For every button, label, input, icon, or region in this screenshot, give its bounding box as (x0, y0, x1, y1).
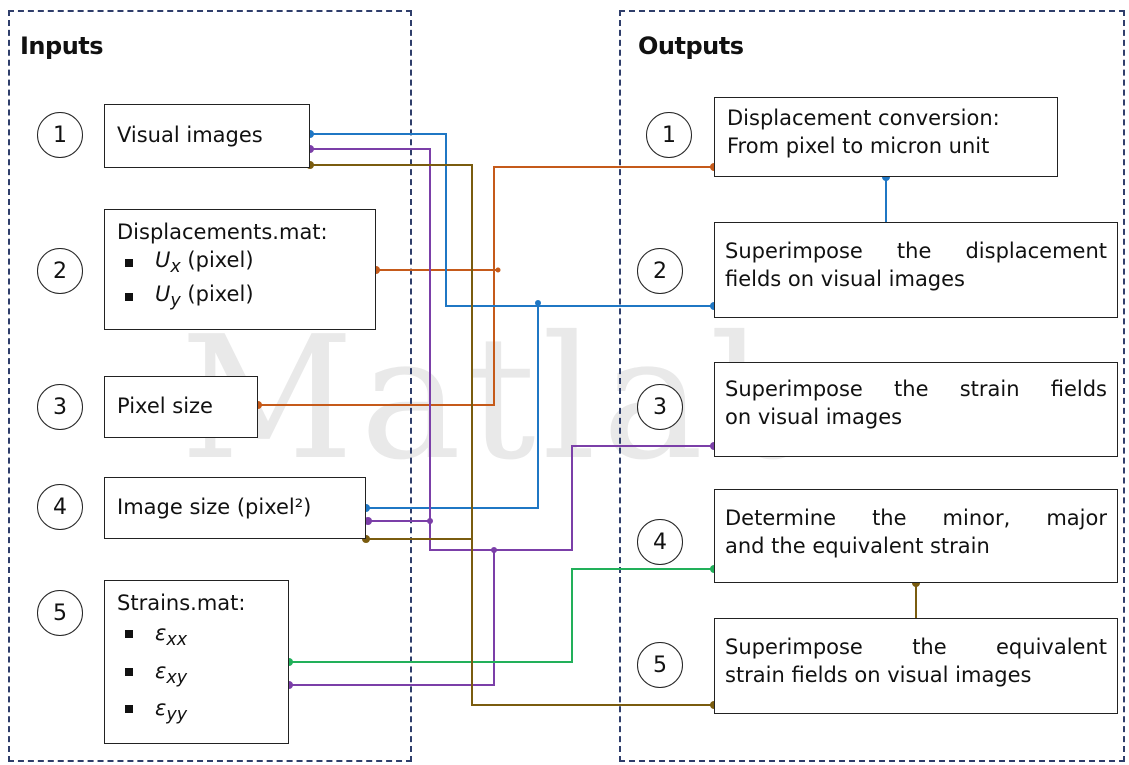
output-line-1: Superimpose the displacement (725, 239, 1107, 263)
wire-olive-visual (310, 164, 714, 706)
input-label: Image size (pixel²) (117, 495, 312, 519)
input-strains-box: Strains.mat: εxx εxy εyy (104, 580, 289, 744)
output-superimpose-displacement-box: Superimpose the displacement fields on v… (714, 222, 1118, 318)
var-subscript: x (170, 257, 181, 278)
output-line-2: strain fields on visual images (725, 663, 1032, 688)
var-subscript: y (170, 291, 181, 312)
wire-blue-imagesize (366, 303, 539, 509)
input-number-badge: 2 (37, 248, 83, 294)
dot-blue (535, 300, 541, 306)
output-line-1: Displacement conversion: (727, 106, 1000, 130)
input-pixel-size-box: Pixel size (104, 376, 258, 438)
var-symbol: U (155, 248, 171, 273)
wire-orange-pixelsize (258, 166, 714, 406)
bullet-item: Ux (pixel) (117, 246, 363, 280)
inputs-panel (8, 10, 412, 762)
output-line-2: From pixel to micron unit (727, 134, 990, 159)
output-number-badge: 2 (637, 248, 683, 294)
output-superimpose-equivalent-box: Superimpose the equivalent strain fields… (714, 618, 1118, 714)
input-image-size-box: Image size (pixel²) (104, 477, 366, 539)
output-line-1: Superimpose the strain fields (725, 377, 1107, 401)
var-subscript: xy (166, 667, 188, 688)
var-subscript: xx (166, 630, 188, 651)
output-line-1: Determine the minor, major (725, 506, 1107, 530)
bullet-item: εyy (117, 692, 276, 729)
inputs-title: Inputs (20, 32, 104, 60)
var-symbol: ε (155, 695, 167, 720)
input-label: Pixel size (117, 394, 213, 418)
input-label: Strains.mat: (117, 591, 246, 615)
var-symbol: ε (155, 658, 167, 683)
output-line-2: and the equivalent strain (725, 534, 990, 559)
bullet-item: εxy (117, 655, 276, 692)
input-label: Displacements.mat: (117, 220, 328, 244)
var-unit: (pixel) (187, 248, 254, 273)
dot-purple (364, 517, 372, 525)
bullet-item: εxx (117, 617, 276, 654)
watermark-text: Matlab (180, 300, 825, 498)
input-label: Visual images (117, 123, 263, 147)
input-number-badge: 1 (37, 112, 83, 158)
outputs-panel (619, 10, 1125, 762)
input-visual-images-box: Visual images (104, 104, 310, 168)
bullet-item: Uy (pixel) (117, 280, 363, 314)
dot-purple (427, 518, 433, 524)
var-subscript: yy (166, 705, 188, 726)
input-number-badge: 3 (37, 384, 83, 430)
output-line-2: fields on visual images (725, 267, 966, 292)
wire-purple-epsxy (289, 550, 495, 686)
dot-orange (495, 267, 501, 273)
input-displacements-box: Displacements.mat: Ux (pixel) Uy (pixel) (104, 209, 376, 330)
wire-green-epsxx (289, 568, 714, 663)
output-number-badge: 3 (637, 384, 683, 430)
var-symbol: U (155, 282, 171, 307)
outputs-title: Outputs (638, 32, 744, 60)
var-symbol: ε (155, 621, 167, 646)
output-number-badge: 5 (637, 642, 683, 688)
output-number-badge: 1 (646, 112, 692, 158)
output-line-1: Superimpose the equivalent (725, 635, 1107, 659)
wire-blue-visual (310, 133, 714, 307)
var-unit: (pixel) (187, 282, 254, 307)
output-superimpose-strain-box: Superimpose the strain fields on visual … (714, 362, 1118, 457)
output-number-badge: 4 (637, 519, 683, 565)
output-displacement-conversion-box: Displacement conversion: From pixel to m… (714, 97, 1058, 177)
output-determine-strain-box: Determine the minor, major and the equiv… (714, 489, 1118, 583)
wire-purple-visual (310, 148, 714, 551)
dot-purple (491, 547, 497, 553)
input-number-badge: 4 (37, 484, 83, 530)
output-line-2: on visual images (725, 405, 903, 430)
input-number-badge: 5 (37, 590, 83, 636)
